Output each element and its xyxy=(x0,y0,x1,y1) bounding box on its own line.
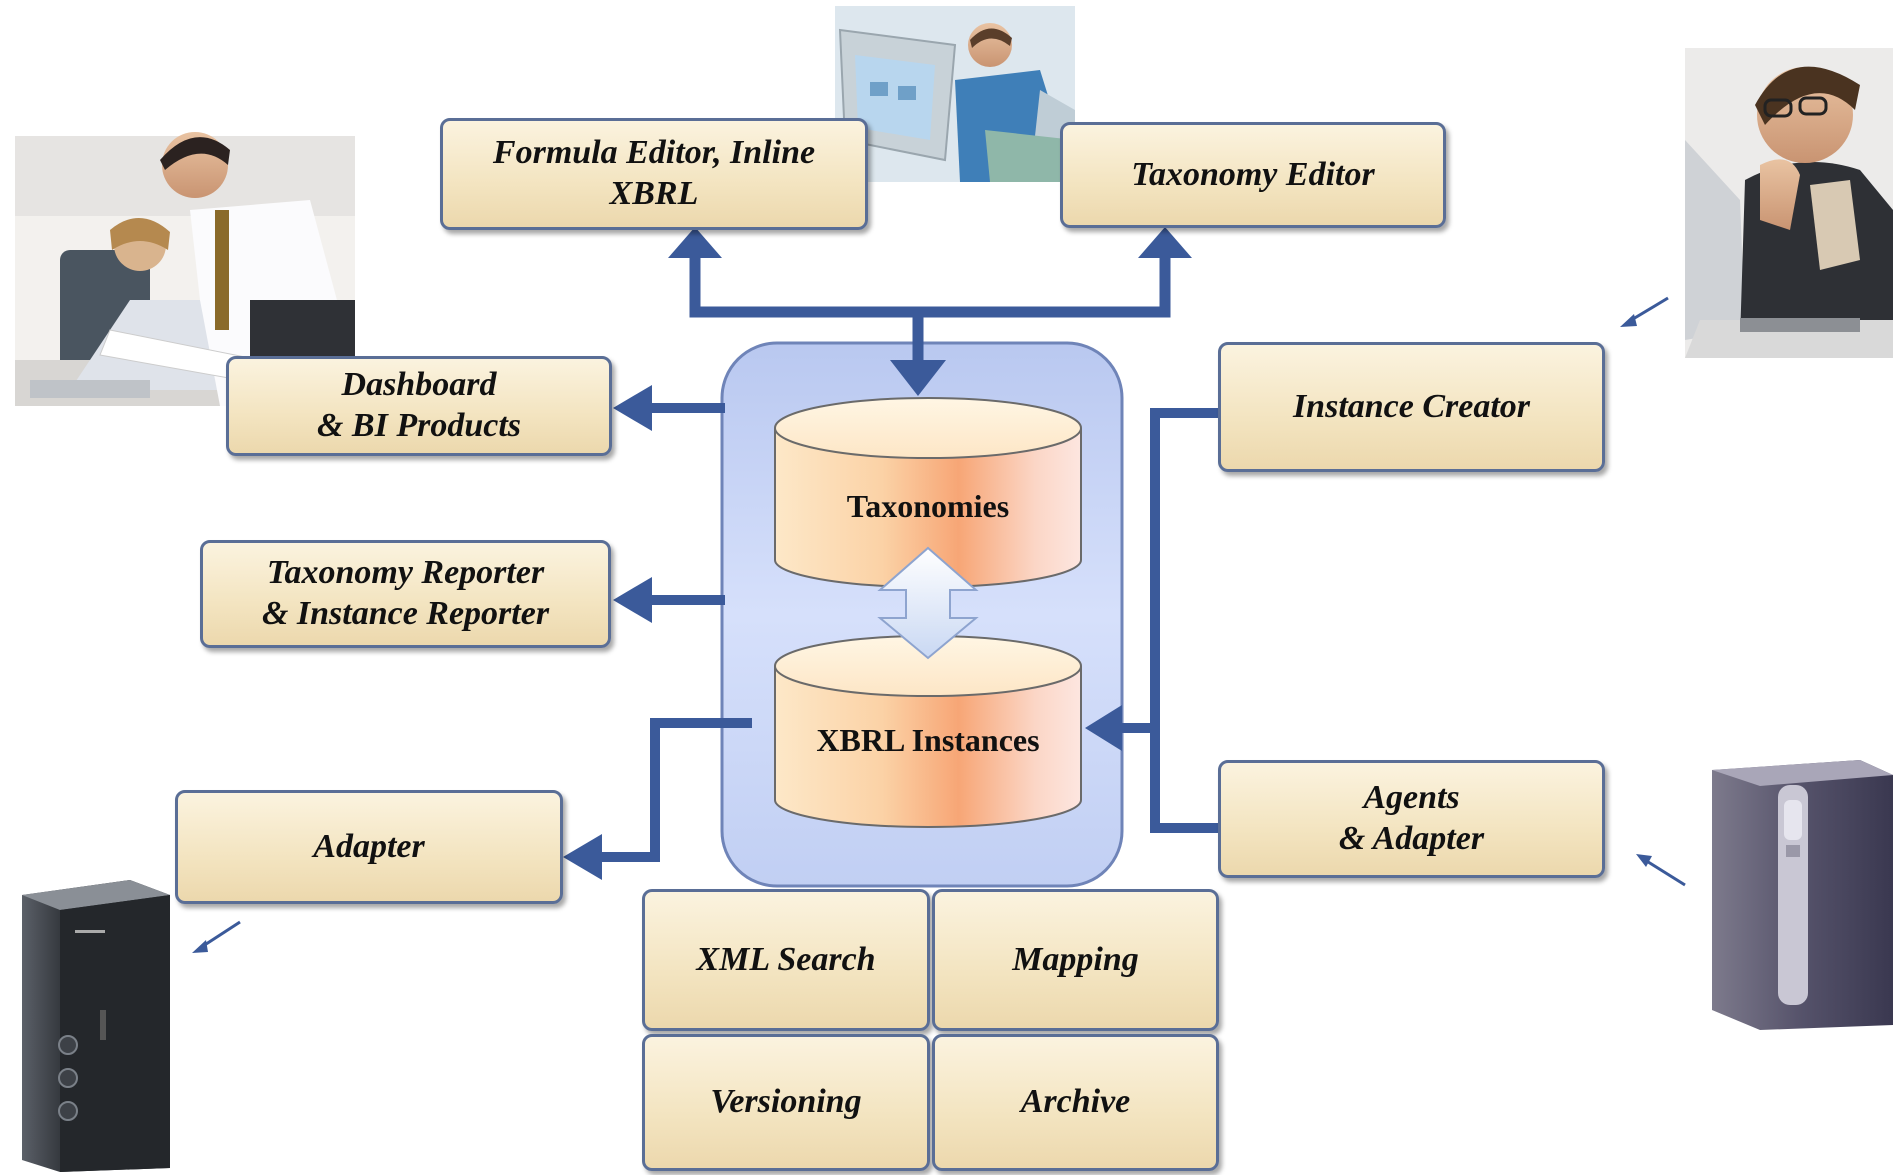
agents-adapter-box: Agents & Adapter xyxy=(1218,760,1605,878)
arrow-head-dashboard xyxy=(613,385,652,431)
arrow-head-reporter xyxy=(613,577,652,623)
formula-editor-box: Formula Editor, Inline XBRL xyxy=(440,118,868,230)
arrow-head-up-formula xyxy=(668,227,722,258)
formula-editor-label: Formula Editor, Inline XBRL xyxy=(492,134,816,212)
dashboard-label: Dashboard & BI Products xyxy=(316,366,522,444)
sync-double-arrow xyxy=(877,546,979,660)
taxonomy-editor-label: Taxonomy Editor xyxy=(1131,155,1375,193)
versioning-box: Versioning xyxy=(642,1034,930,1171)
arrow-head-up-taxonomy-editor xyxy=(1138,227,1192,258)
mapping-label: Mapping xyxy=(1012,940,1139,978)
taxonomy-reporter-label: Taxonomy Reporter & Instance Reporter xyxy=(261,554,550,632)
taxonomy-reporter-box: Taxonomy Reporter & Instance Reporter xyxy=(200,540,611,648)
photo-man-at-monitor xyxy=(835,6,1075,182)
connector-arrows xyxy=(563,227,1220,880)
arrow-head-adapter xyxy=(563,834,602,880)
xml-search-box: XML Search xyxy=(642,889,930,1031)
taxonomies-label: Taxonomies xyxy=(846,488,1010,524)
mapping-box: Mapping xyxy=(932,889,1219,1031)
server-rack-right xyxy=(1712,760,1893,1030)
instance-creator-label: Instance Creator xyxy=(1292,387,1531,425)
xbrl-instances-label: XBRL Instances xyxy=(816,722,1040,758)
pointer-arrow-server-left xyxy=(199,920,241,950)
adapter-box: Adapter xyxy=(175,790,563,904)
arrow-head-xbrl-instances xyxy=(1085,705,1122,751)
archive-box: Archive xyxy=(932,1034,1219,1171)
pointer-arrow-server-right xyxy=(1644,858,1686,887)
versioning-label: Versioning xyxy=(710,1083,862,1121)
photo-man-thinking-at-computer xyxy=(1685,48,1893,358)
xml-search-label: XML Search xyxy=(696,940,876,978)
arrow-head-down-repository xyxy=(890,360,946,396)
agents-adapter-label: Agents & Adapter xyxy=(1338,779,1485,857)
archive-label: Archive xyxy=(1020,1083,1131,1121)
xbrl-instances-database xyxy=(774,635,1082,828)
taxonomy-editor-box: Taxonomy Editor xyxy=(1060,122,1446,228)
instance-creator-box: Instance Creator xyxy=(1218,342,1605,472)
dashboard-box: Dashboard & BI Products xyxy=(226,356,612,456)
adapter-label: Adapter xyxy=(313,827,425,865)
server-tower-left xyxy=(22,880,170,1172)
taxonomies-database xyxy=(774,397,1082,588)
